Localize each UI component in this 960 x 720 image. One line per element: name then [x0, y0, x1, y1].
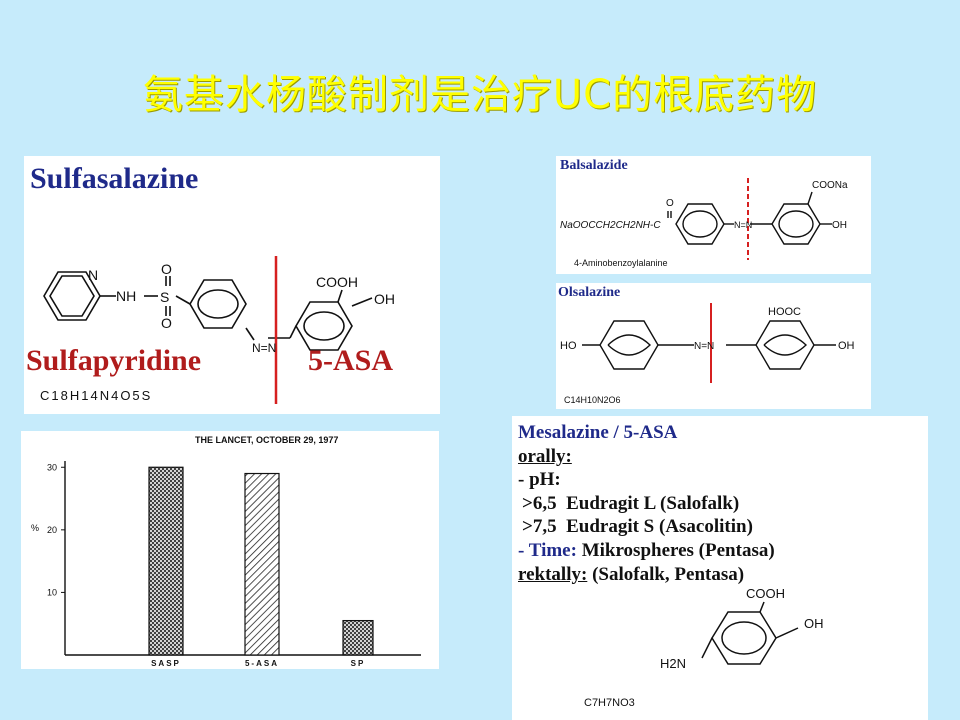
atom-h2n: H2N	[660, 656, 686, 671]
atom-oh: OH	[374, 291, 395, 307]
atom-s: S	[160, 289, 169, 305]
olsalazine-formula: C14H10N2O6	[564, 395, 621, 405]
chart-bars: SASP 5-ASA SP	[148, 466, 374, 668]
mesalazine-rektally-text: (Salofalk, Pentasa)	[592, 564, 745, 585]
chart-source-caption: THE LANCET, OCTOBER 29, 1977	[195, 435, 338, 445]
mesalazine-time: - Time: Mikrospheres (Pentasa)	[518, 540, 775, 562]
olsalazine-ho: HO	[560, 340, 577, 352]
sulfasalazine-structure: N NH S O O COOH OH N=N	[43, 256, 395, 404]
mesalazine-rektally-label: rektally:	[518, 564, 588, 585]
lancet-bar-chart: THE LANCET, OCTOBER 29, 1977 % 10 20 30 SA…	[31, 435, 421, 668]
atom-oh: OH	[804, 616, 824, 631]
balsalazide-title: Balsalazide	[560, 158, 628, 173]
mesalazine-ph: - pH:	[518, 469, 561, 490]
balsalazide-carbonyl-o: O	[666, 198, 674, 209]
5-asa-label: 5-ASA	[308, 344, 394, 377]
balsalazide-structure: NaOOCCH2CH2NH-C O N=N COONa OH 4-Aminobe…	[560, 178, 848, 268]
olsalazine-hooc: HOOC	[768, 306, 801, 318]
atom-cooh: COOH	[316, 274, 358, 290]
chart-x-tick-label: SASP	[151, 659, 181, 668]
balsalazide-azo: N=N	[734, 220, 752, 230]
mesalazine-ph-s: >7,5 Eudragit S (Asacolitin)	[522, 516, 753, 537]
mesalazine-rektally: rektally: (Salofalk, Pentasa)	[518, 564, 744, 586]
chart-bar	[244, 472, 280, 656]
mesalazine-formula: C7H7NO3	[584, 697, 635, 709]
balsalazide-note: 4-Aminobenzoylalanine	[574, 258, 668, 268]
olsalazine-title: Olsalazine	[558, 285, 621, 300]
chart-bar	[148, 466, 184, 656]
sulfasalazine-formula: C18H14N4O5S	[40, 388, 153, 403]
olsalazine-structure: HOOC HO OH N=N C14H10N2O6	[560, 303, 855, 405]
balsalazide-coona: COONa	[812, 180, 848, 191]
balsalazide-panel: Balsalazide NaOOCCH2CH2NH-C O N=N COONa …	[556, 156, 871, 274]
olsalazine-panel: Olsalazine HOOC HO OH N=N C14H10N2O6	[556, 283, 871, 409]
atom-o-top: O	[161, 261, 172, 277]
atom-n: N	[88, 267, 98, 283]
olsalazine-azo: N=N	[694, 341, 714, 352]
balsalazide-oh: OH	[832, 220, 847, 231]
sulfapyridine-label: Sulfapyridine	[26, 344, 202, 377]
chart-y-tick-label: 30	[47, 462, 57, 472]
sulfasalazine-panel: Sulfasalazine	[24, 156, 440, 414]
chart-x-tick-label: 5-ASA	[245, 659, 279, 668]
slide-title: 氨基水杨酸制剂是治疗UC的根底药物	[142, 72, 818, 118]
chart-y-tick-label: 20	[47, 525, 57, 535]
mesalazine-orally: orally:	[518, 446, 572, 467]
sulfasalazine-title: Sulfasalazine	[30, 162, 199, 195]
balsalazide-left-group: NaOOCCH2CH2NH-C	[560, 220, 661, 231]
mesalazine-ph-l: >6,5 Eudragit L (Salofalk)	[522, 493, 740, 514]
mesalazine-structure: COOH OH H2N C7H7NO3	[584, 586, 824, 709]
chart-x-tick-label: SP	[351, 659, 366, 668]
atom-nh: NH	[116, 288, 136, 304]
benzene-ring-middle	[189, 279, 247, 329]
atom-azo: N=N	[252, 341, 276, 355]
chart-bar	[342, 619, 374, 656]
chart-y-tick-label: 10	[47, 587, 57, 597]
mesalazine-heading: Mesalazine / 5-ASA	[518, 422, 678, 443]
chart-ylabel: %	[31, 523, 39, 533]
lancet-chart-panel: THE LANCET, OCTOBER 29, 1977 % 10 20 30 SA…	[21, 431, 439, 669]
mesalazine-time-text: Mikrospheres (Pentasa)	[581, 540, 775, 561]
benzene-ring-salicylic	[295, 301, 353, 351]
mesalazine-panel: Mesalazine / 5-ASA orally: - pH: >6,5 Eu…	[512, 416, 928, 720]
atom-cooh: COOH	[746, 586, 785, 601]
mesalazine-time-prefix: - Time:	[518, 540, 577, 561]
olsalazine-oh: OH	[838, 340, 855, 352]
atom-o-bottom: O	[161, 315, 172, 331]
